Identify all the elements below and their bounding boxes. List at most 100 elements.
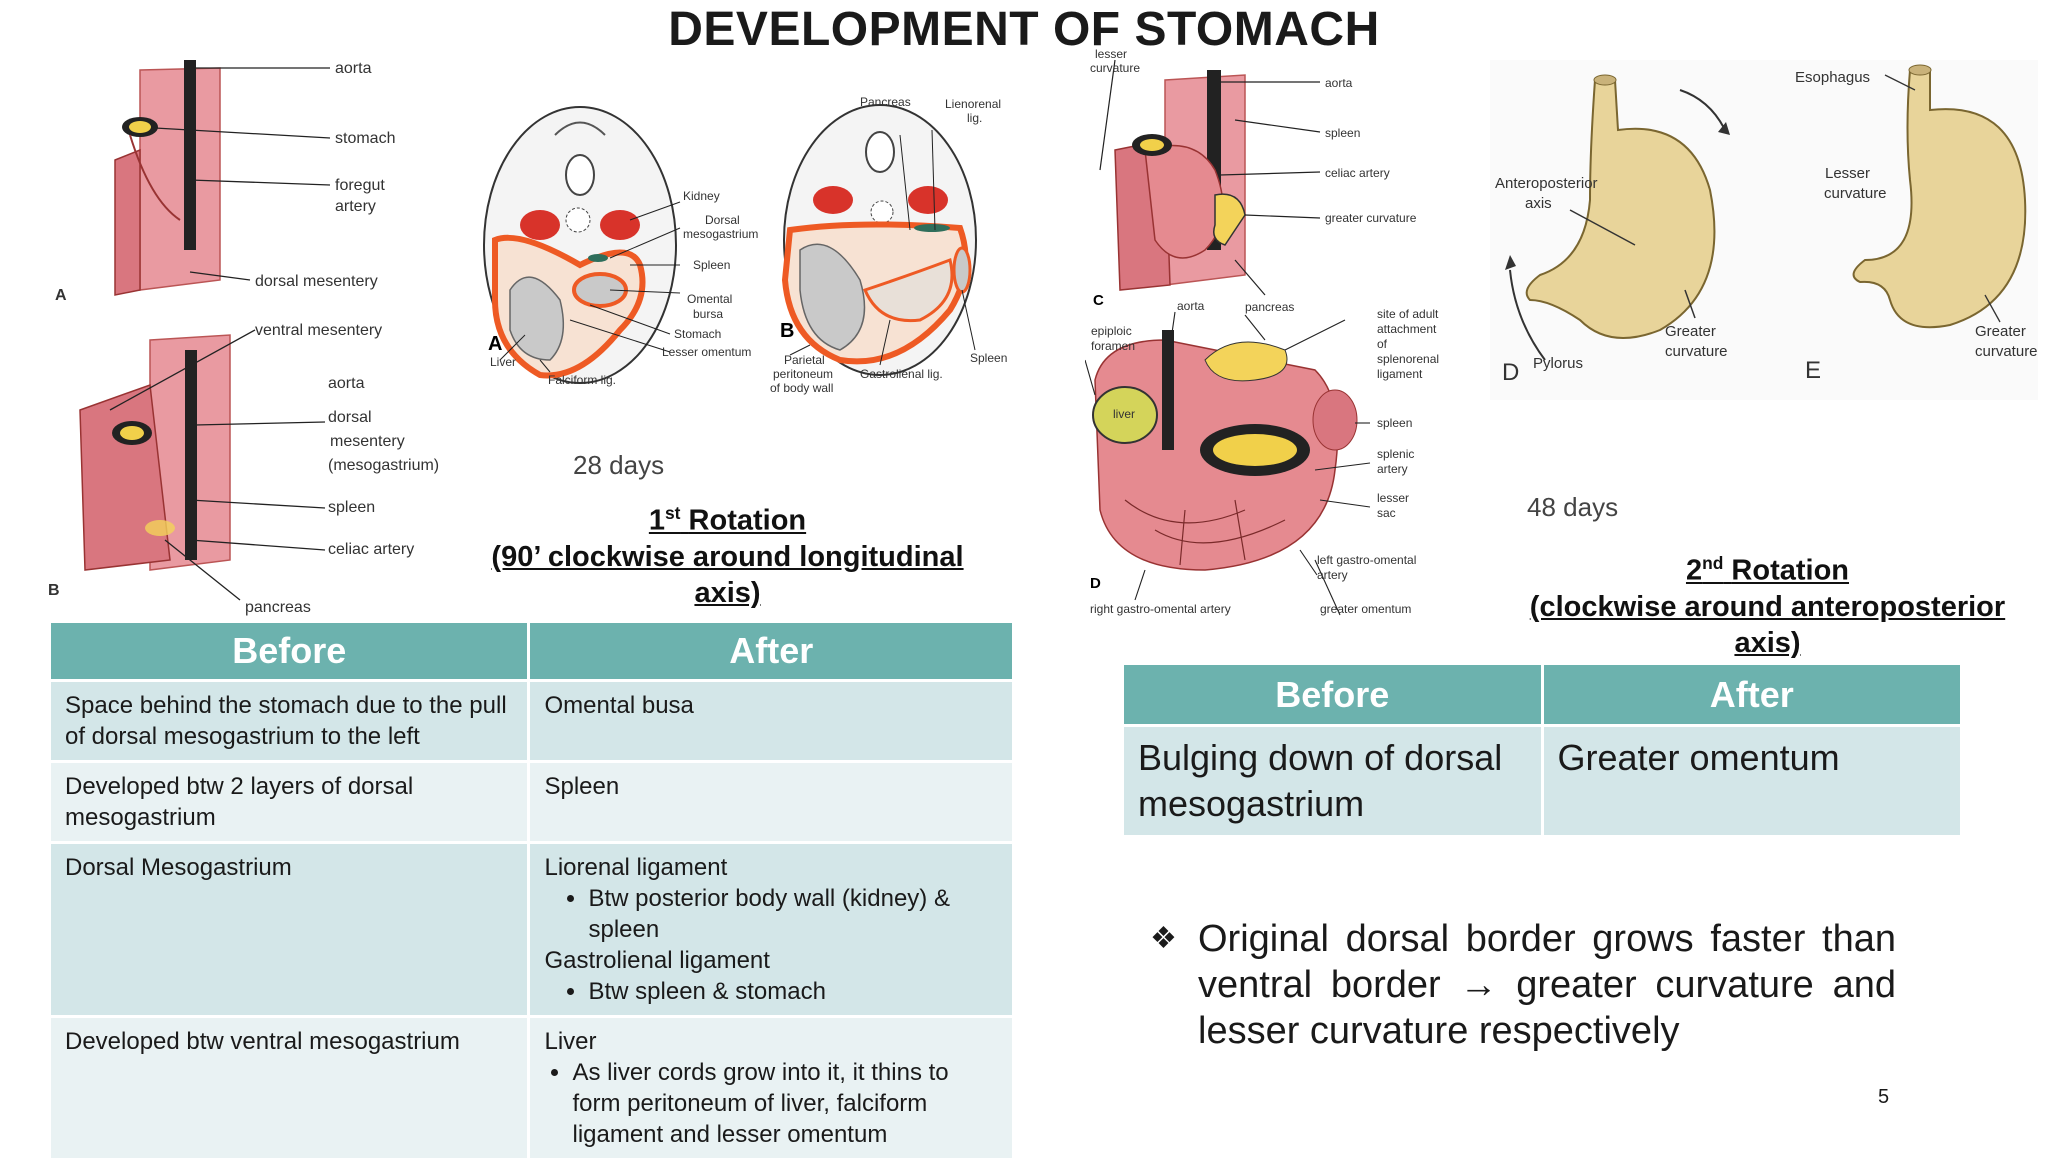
rotation-2-heading: 2nd Rotation (clockwise around anteropos… [1515, 545, 2020, 661]
figure-letter-c: C [1093, 292, 1104, 309]
figure-d: aorta pancreas epiploic foramen liver si… [1085, 299, 1439, 616]
figure-b: ventral mesentery aorta dorsal mesentery… [48, 322, 439, 616]
t1-after-line: Liver [544, 1028, 597, 1055]
label-mesogastrium: (mesogastrium) [328, 457, 439, 474]
figure-ab-mesentery: aorta stomach foregut artery dorsal mese… [48, 60, 439, 616]
figure-c: lesser curvature aorta spleen celiac art… [1090, 47, 1417, 309]
label-site-adult: site of adult [1377, 307, 1439, 321]
label-pancreas-b: Pancreas [860, 95, 911, 109]
rotation-1-sub: (90’ clockwise around longitudinal axis) [491, 540, 964, 609]
rotation-2-sub: (clockwise around anteroposterior axis) [1529, 590, 2006, 659]
t1-after-bullet: As liver cords grow into it, it thins to… [572, 1057, 998, 1150]
label-spleen-d: spleen [1377, 416, 1412, 430]
diamond-bullet-icon: ❖ [1150, 922, 1177, 955]
rotation-2-word: Rotation [1731, 554, 1850, 587]
stomach-d [1505, 74, 1730, 361]
label-spleen-c: spleen [1325, 126, 1360, 140]
t1-after-cell: Omental busa [530, 682, 1012, 760]
t2-header-before: Before [1124, 665, 1541, 724]
label-peritoneum: peritoneum [773, 367, 833, 381]
label-dorsal-ms: Dorsal [705, 213, 740, 227]
label-ligament: ligament [1377, 367, 1423, 381]
t1-after-line: Gastrolienal ligament [544, 947, 770, 974]
rotation-1-sup: st [665, 503, 681, 523]
label-kidney: Kidney [683, 189, 720, 203]
label-epiploic: epiploic [1091, 324, 1132, 338]
label-omental: Omental [687, 292, 732, 306]
label-curvature-e: curvature [1824, 185, 1887, 202]
t2-after-cell: Greater omentum [1543, 727, 1960, 835]
table-row: Dorsal Mesogastrium Liorenal ligament Bt… [51, 844, 1012, 1015]
label-curvature: curvature [1090, 61, 1140, 75]
label-aorta-b: aorta [328, 375, 365, 392]
t1-header-after: After [530, 623, 1012, 679]
bullet-point: ❖ Original dorsal border grows faster th… [1150, 916, 1896, 1054]
label-lienorenal: Lienorenal [945, 97, 1001, 111]
label-spleen-b: Spleen [970, 351, 1007, 365]
t1-after-line: Liorenal ligament [544, 854, 728, 881]
t1-before-cell: Dorsal Mesogastrium [51, 844, 528, 1015]
rotation-1-ordinal: 1 [648, 504, 665, 537]
label-celiac-artery: celiac artery [328, 541, 414, 558]
label-anteroposterior: Anteroposterior [1495, 175, 1598, 192]
label-pancreas-d: pancreas [1245, 300, 1294, 314]
label-attachment: attachment [1377, 322, 1437, 336]
page-number: 5 [1878, 1086, 1890, 1108]
t1-after-bullet: Btw spleen & stomach [588, 976, 998, 1007]
label-aorta-c: aorta [1325, 76, 1353, 90]
label-dorsal-mesentery: dorsal mesentery [255, 273, 378, 290]
label-esophagus: Esophagus [1795, 69, 1870, 86]
label-mesentery: mesentery [330, 433, 405, 450]
cross-section-a [483, 106, 677, 384]
label-of: of [1377, 337, 1388, 351]
label-liver-d: liver [1113, 407, 1135, 421]
label-mesogastrium-a: mesogastrium [683, 227, 758, 241]
label-curvature-e2: curvature [1975, 343, 2038, 360]
t1-after-cell: Liorenal ligament Btw posterior body wal… [530, 844, 1012, 1015]
section-letter-a: A [488, 333, 502, 355]
rotation-1-heading: 1st Rotation (90’ clockwise around longi… [470, 495, 985, 611]
label-greater-curvature-c: greater curvature [1325, 211, 1417, 225]
figure-letter-d: D [1090, 575, 1101, 592]
label-celiac-c: celiac artery [1325, 166, 1390, 180]
bullet-text: Original dorsal border grows faster than… [1198, 918, 1896, 1052]
label-greater-omentum: greater omentum [1320, 602, 1411, 616]
label-stomach-a: Stomach [674, 327, 721, 341]
label-ventral-mesentery: ventral mesentery [255, 322, 382, 339]
figure-letter-b: B [48, 582, 60, 599]
label-right-gastro-omental: right gastro-omental artery [1090, 602, 1231, 616]
label-splenorenal: splenorenal [1377, 352, 1439, 366]
cross-section-b [781, 104, 977, 376]
label-body-wall: of body wall [770, 381, 833, 395]
label-spleen: spleen [328, 499, 375, 516]
rotation-2-ordinal: 2 [1685, 554, 1703, 587]
label-lesser-d: lesser [1377, 491, 1409, 505]
figure-letter-a: A [55, 287, 67, 304]
days-28: 28 days [573, 450, 665, 480]
label-lesser-e: Lesser [1825, 165, 1870, 182]
label-falciform: Falciform lig. [548, 373, 616, 387]
label-left-gastro-omental: left gastro-omental [1317, 553, 1416, 567]
t1-after-cell: Spleen [530, 763, 1012, 841]
t1-after-cell: Liver As liver cords grow into it, it th… [530, 1018, 1012, 1158]
rotation-2-sup: nd [1702, 553, 1724, 573]
label-artery-d: artery [1377, 462, 1408, 476]
table-row: Bulging down of dorsal mesogastrium Grea… [1124, 727, 1960, 835]
figure-letter-e: E [1805, 357, 1821, 384]
table-row: Developed btw 2 layers of dorsal mesogas… [51, 763, 1012, 841]
label-artery-d2: artery [1317, 568, 1348, 582]
label-pylorus: Pylorus [1533, 355, 1583, 372]
label-gastrolienal: Gastrolienal lig. [860, 367, 943, 381]
label-lig: lig. [967, 111, 982, 125]
label-curvature-d: curvature [1665, 343, 1728, 360]
section-letter-b: B [780, 320, 794, 342]
figure-cd-stomach: lesser curvature aorta spleen celiac art… [1085, 47, 1439, 616]
label-splenic: splenic [1377, 447, 1414, 461]
label-stomach: stomach [335, 130, 395, 147]
label-foramen: foramen [1091, 339, 1135, 353]
t1-before-cell: Developed btw 2 layers of dorsal mesogas… [51, 763, 528, 841]
label-lesser: lesser [1095, 47, 1127, 61]
label-artery: artery [335, 198, 376, 215]
days-48: 48 days [1527, 492, 1619, 522]
label-pancreas: pancreas [245, 599, 311, 616]
